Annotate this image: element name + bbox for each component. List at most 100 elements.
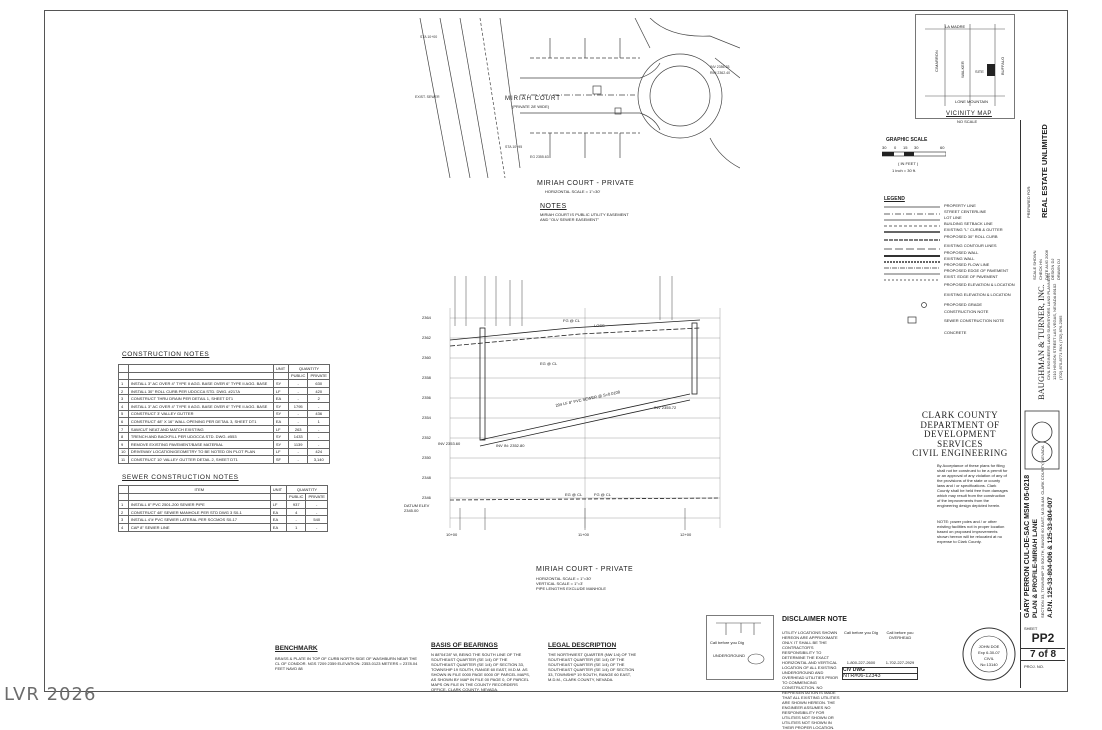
profile-elev-4: 2358 xyxy=(422,375,431,380)
cn-cell-pub: 1795 xyxy=(287,401,309,411)
cn-cell-pub: 1139 xyxy=(287,439,309,449)
civ-dwg-label: CIV DWG xyxy=(843,668,917,674)
sn-cell-no: 3 xyxy=(118,515,129,524)
legend-item: EXIST. EDGE OF PAVEMENT xyxy=(944,274,998,279)
profile-elev-1: 2364 xyxy=(422,315,431,320)
cn-cell-item: CONSTRUCT 3' VALLEY GUTTER xyxy=(127,409,274,419)
cn-cell-item: INSTALL 3" AC OVER 4" TYPE II AGG. BASE … xyxy=(127,379,274,388)
profile-elev-3: 2360 xyxy=(422,355,431,360)
profile-title: MIRIAH COURT - PRIVATE xyxy=(536,566,634,573)
cn-head-qty: QUANTITY xyxy=(287,364,331,373)
svg-text:INV 2356.33: INV 2356.33 xyxy=(710,65,730,69)
cn-cell-item: CONSTRUCT 48" X 16" WALL OPENING PER DET… xyxy=(127,417,274,426)
graphic-scale-unit: ( IN FEET ) xyxy=(898,161,919,166)
legend-item: PROPOSED GRADE xyxy=(944,302,983,307)
sn-cell-pub: - xyxy=(285,515,307,524)
sn-cell-unit: EA xyxy=(269,522,288,532)
legend-item: PROPERTY LINE xyxy=(944,203,976,208)
county-line-2: DEPARTMENT OF xyxy=(920,419,1000,430)
stamp-disc: CIVIL xyxy=(983,656,994,661)
cn-head-private: PRIVATE xyxy=(307,371,330,381)
profile-label-eg: EG @ CL xyxy=(540,361,558,366)
cn-cell-unit: LF xyxy=(272,447,289,457)
engineer-stamp xyxy=(962,627,1016,681)
cn-cell-priv: - xyxy=(307,401,330,411)
cn-cell-unit: SY xyxy=(272,401,289,411)
vicinity-street-3: WALKER xyxy=(960,61,965,78)
county-acceptance: By Acceptance of these plans for filing … xyxy=(937,463,1008,508)
project-title: GARY PERRON CUL-DE-SAC MSM 05-0218 xyxy=(1024,474,1031,618)
firm-name: BAUGHMAN & TURNER, INC. xyxy=(1036,284,1046,400)
svg-text:STA 10+95: STA 10+95 xyxy=(505,145,522,149)
profile-scale-1: HORIZONTAL SCALE = 1"=30' xyxy=(536,576,592,581)
vicinity-title: VICINITY MAP xyxy=(946,111,992,117)
sn-cell-pub: 1 xyxy=(285,522,307,532)
cn-cell-pub: - xyxy=(287,447,309,457)
cn-cell-unit: LF xyxy=(272,386,289,396)
cn-cell-item: DRIVEWAY LOCATION/GEOMETRY TO BE NOTED O… xyxy=(127,447,274,457)
legal-text: THE NORTHWEST QUARTER (NW 1/4) OF THE SO… xyxy=(548,652,637,682)
benchmark-title: BENCHMARK xyxy=(275,645,318,652)
disclaimer-text: UTILITY LOCATIONS SHOWN HEREON ARE APPRO… xyxy=(782,630,840,730)
notes-line-1: MIRIAH COURT IS PUBLIC UTILITY EASEMENT xyxy=(540,212,629,217)
cn-cell-pub: - xyxy=(287,409,309,419)
utility-call-box xyxy=(706,615,774,680)
graphic-scale-tick-4: 30 xyxy=(914,145,919,150)
sheet-proj: PROJ. NO. xyxy=(1024,664,1045,669)
sn-head-unit: UNIT xyxy=(269,485,288,494)
county-line-1: CLARK COUNTY xyxy=(921,410,999,420)
cn-cell-no: 11 xyxy=(118,455,129,464)
legend-item: PROPOSED WALL xyxy=(944,250,979,255)
cn-cell-priv: 424 xyxy=(307,447,330,457)
client-name: REAL ESTATE UNLIMITED xyxy=(1040,124,1049,218)
legend-item: LOT LINE xyxy=(944,215,962,220)
project-apn: A.P.N. 125-33-804-006 & 125-33-804-007 xyxy=(1047,497,1054,618)
sn-cell-priv: 540 xyxy=(305,515,328,524)
sn-head-qty: QUANTITY xyxy=(286,485,328,494)
vicinity-map xyxy=(915,14,1015,119)
benchmark-text: BRASS & PLATE IN TOP OF CURB NORTH SIDE … xyxy=(275,656,418,671)
sheet-label: SHEET xyxy=(1024,626,1038,631)
sn-cell-item: INSTALL 4"# PVC SEWER LATERAL PER SCCMOS… xyxy=(127,515,271,524)
cn-cell-unit: SY xyxy=(272,432,289,441)
cn-cell-item: INSTALL 30" ROLL CURB PER UDOCCA STD. DW… xyxy=(127,386,274,396)
utility-call-underground: UNDERGROUND xyxy=(713,653,745,658)
profile-elev-5: 2356 xyxy=(422,395,431,400)
vicinity-street-1: LA MADRE xyxy=(945,24,966,29)
legend-symbols xyxy=(884,206,940,324)
graphic-scale-title: GRAPHIC SCALE xyxy=(886,137,928,143)
sn-cell-unit: EA xyxy=(269,515,288,524)
profile-scale-2: VERTICAL SCALE = 1"=3' xyxy=(536,581,584,586)
cn-cell-unit: SY xyxy=(272,439,289,449)
notes-title: NOTES xyxy=(540,203,567,210)
civ-dwg-number: NTR#06-12343 xyxy=(843,673,881,679)
plan-street-label: MIRIAH COURT xyxy=(505,96,561,102)
graphic-scale-tick-3: 15 xyxy=(903,145,908,150)
cn-cell-item: SAWCUT NEAT AND MATCH EXISTING xyxy=(127,424,274,434)
profile-elev-10: 2346 xyxy=(422,495,431,500)
graphic-scale-bar xyxy=(882,151,946,157)
profile-elev-2: 2362 xyxy=(422,335,431,340)
cn-cell-no: 7 xyxy=(118,424,129,434)
firm-address: 1210 HINSON STREET LAS VEGAS, NEVADA 891… xyxy=(1052,283,1057,380)
cn-cell-pub: 263 xyxy=(287,424,309,434)
sn-head-public: PUBLIC xyxy=(285,492,307,502)
graphic-scale-tick-1: 30 xyxy=(882,145,887,150)
svg-text:EG 2355.63: EG 2355.63 xyxy=(530,155,549,159)
profile-scale-3: PIPE LENGTHS EXCLUDE MANHOLE xyxy=(536,586,607,591)
bearings-text: N 88°04'28" W, BEING THE SOUTH LINE OF T… xyxy=(431,652,530,692)
title-block xyxy=(1020,120,1065,610)
sn-head-item: ITEM xyxy=(127,485,271,494)
profile-station-1: 10+00 xyxy=(446,532,458,537)
cn-cell-no: 8 xyxy=(118,432,129,441)
cn-cell-no: 2 xyxy=(118,386,129,396)
profile-label-eg-2: EG @ CL xyxy=(565,492,583,497)
legend-item: SEWER CONSTRUCTION NOTE xyxy=(944,318,1005,323)
